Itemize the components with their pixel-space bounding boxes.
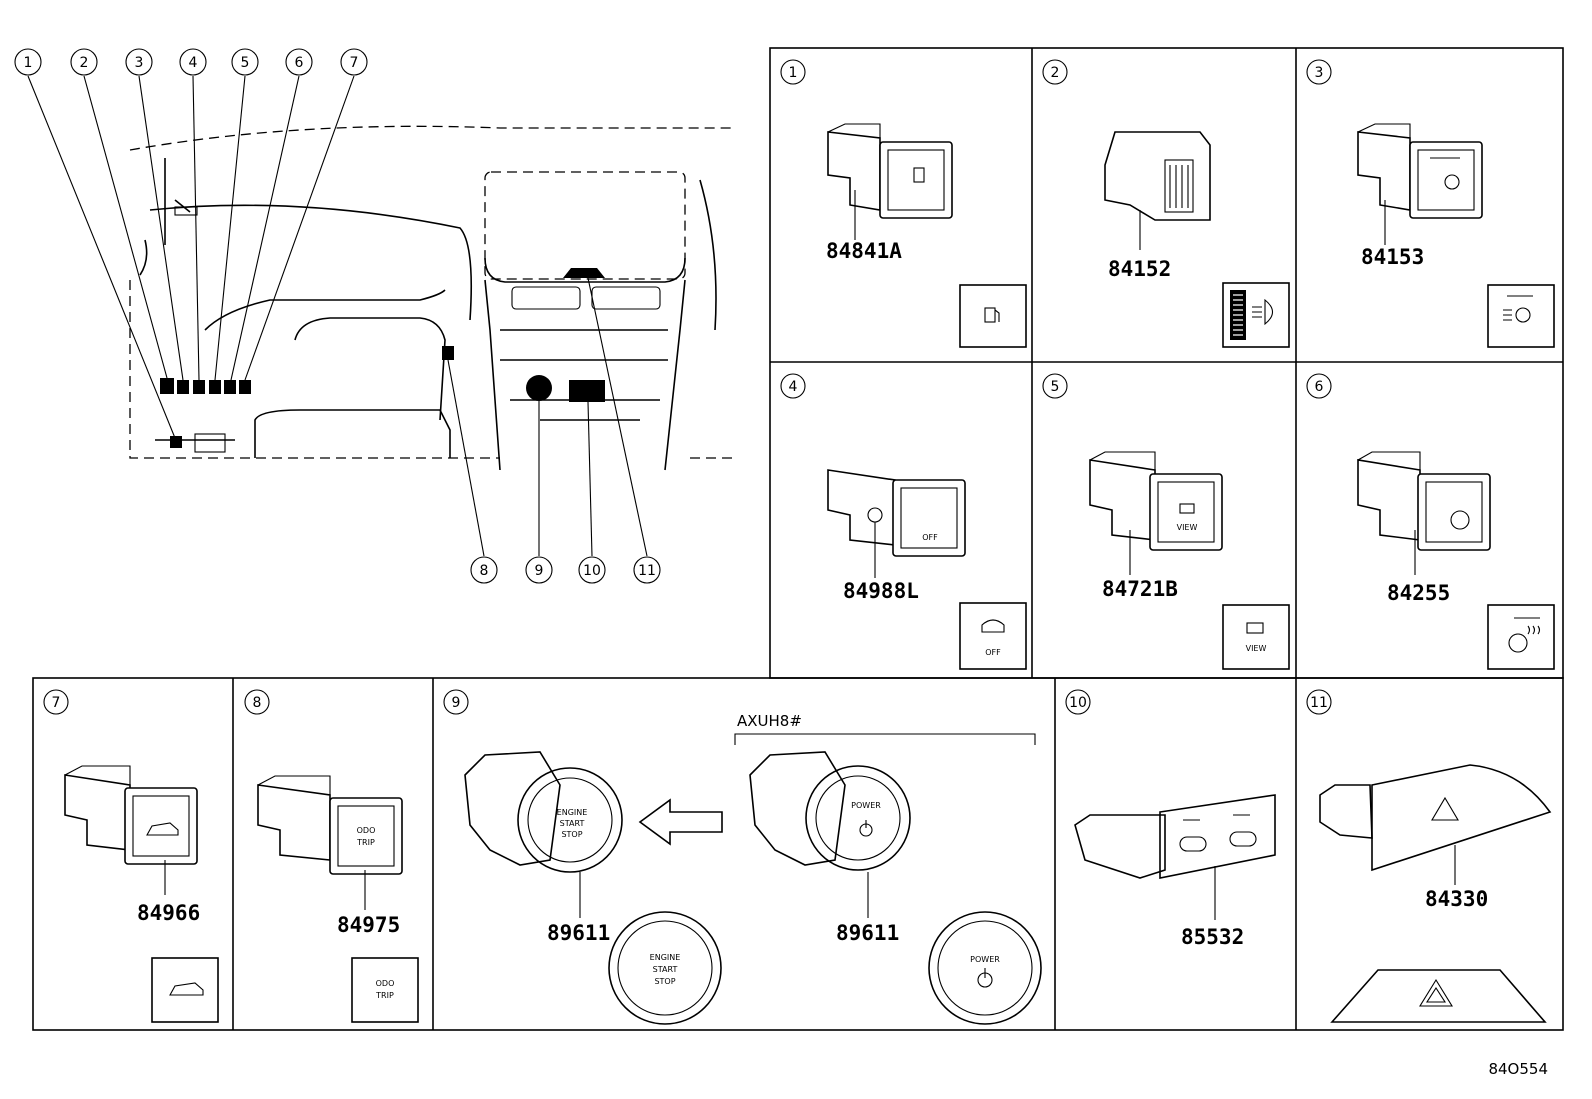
callout-1: 1: [24, 55, 33, 71]
face-a-text-1: ENGINE: [650, 953, 681, 962]
hazard-icon: [1330, 969, 1547, 1023]
callout-10: 10: [583, 563, 601, 579]
panel-2-headlight-leveling-switch: 84152: [1104, 131, 1290, 348]
part-number-84988L: 84988L: [843, 579, 919, 603]
part-number-84721B: 84721B: [1102, 577, 1178, 601]
heated-steering-icon: [1487, 604, 1555, 670]
fuel-door-icon: [959, 284, 1027, 348]
panel-6-heated-steering-switch: 84255: [1357, 451, 1555, 670]
panel-4-switch-text: OFF: [922, 533, 938, 542]
odo-trip-icon-text-2: TRIP: [375, 991, 394, 1000]
callout-2: 2: [80, 55, 89, 71]
panel-10-number: 10: [1069, 695, 1087, 711]
traction-off-icon-text: OFF: [985, 648, 1001, 657]
callout-8: 8: [480, 563, 489, 579]
panel-3-auto-high-beam-switch: 84153: [1357, 123, 1555, 348]
panel-2-number: 2: [1051, 65, 1060, 81]
camera-view-icon-text: VIEW: [1246, 644, 1267, 653]
panel-8-odo-trip-switch: ODO TRIP 84975 ODO TRIP: [257, 775, 419, 1023]
panel-6-number: 6: [1315, 379, 1324, 395]
part-number-84966: 84966: [137, 901, 200, 925]
callout-11: 11: [638, 563, 656, 579]
panel-9-engine-start-switch: AXUH8# ENGINE START STOP 89611 POWER 896…: [464, 712, 1042, 1025]
part-number-89611-b: 89611: [836, 921, 899, 945]
panel-5-camera-view-switch: VIEW 84721B VIEW: [1089, 451, 1290, 670]
diagram-code: 84O554: [1488, 1060, 1548, 1078]
panel-11-number: 11: [1310, 695, 1328, 711]
switch-a-text-1: ENGINE: [557, 808, 588, 817]
part-number-84152: 84152: [1108, 257, 1171, 281]
dashboard-overview: 1 2 3 4 5 6 7 8 9 10 11: [14, 48, 735, 584]
odo-trip-icon-text-1: ODO: [376, 979, 395, 988]
panel-1-number: 1: [789, 65, 798, 81]
switch-a-text-3: STOP: [561, 830, 582, 839]
part-number-85532: 85532: [1181, 925, 1244, 949]
callout-4: 4: [189, 55, 198, 71]
engine-start-stop-face: [608, 911, 722, 1025]
power-liftgate-icon: [151, 957, 219, 1023]
panel-5-switch-text: VIEW: [1177, 523, 1198, 532]
panel-10-usb-charger: 85532: [1074, 794, 1276, 949]
callout-circles: 1 2 3 4 5 6 7 8 9 10 11: [14, 48, 661, 584]
panel-7-power-liftgate-switch: 84966: [64, 765, 219, 1023]
callout-7: 7: [350, 55, 359, 71]
odo-trip-icon: [351, 957, 419, 1023]
traction-off-icon: [959, 602, 1027, 670]
part-number-84330: 84330: [1425, 887, 1488, 911]
supersession-arrow: [638, 798, 723, 846]
panel-grid: [32, 47, 1564, 1031]
callout-3: 3: [135, 55, 144, 71]
panel-7-number: 7: [52, 695, 61, 711]
part-number-84841A: 84841A: [826, 239, 902, 263]
power-button-face: [928, 911, 1042, 1025]
panel-1-fuel-door-switch: 84841A: [826, 123, 1027, 348]
camera-view-icon: [1222, 604, 1290, 670]
panel-9-number: 9: [452, 695, 461, 711]
panel-numbers: 1 2 3 4 5 6 7 8 9 10 11: [43, 59, 1332, 715]
callout-6: 6: [295, 55, 304, 71]
panel-11-hazard-switch: 84330: [1319, 764, 1552, 1023]
face-b-text: POWER: [970, 955, 1000, 964]
part-number-84975: 84975: [337, 913, 400, 937]
variant-label: AXUH8#: [737, 712, 802, 730]
auto-high-beam-icon: [1487, 284, 1555, 348]
switch-b-text: POWER: [851, 801, 881, 810]
face-a-text-2: START: [653, 965, 678, 974]
part-number-84153: 84153: [1361, 245, 1424, 269]
panel-8-number: 8: [253, 695, 262, 711]
callout-9: 9: [535, 563, 544, 579]
panel-4-number: 4: [789, 379, 798, 395]
panel-3-number: 3: [1315, 65, 1324, 81]
panel-5-number: 5: [1051, 379, 1060, 395]
marker-switch-1: [160, 378, 174, 394]
switch-a-text-2: START: [560, 819, 585, 828]
callout-5: 5: [241, 55, 250, 71]
panel-8-switch-text-2: TRIP: [356, 838, 375, 847]
panel-8-switch-text-1: ODO: [357, 826, 376, 835]
face-a-text-3: STOP: [654, 977, 675, 986]
panel-4-traction-off-switch: OFF 84988L OFF: [827, 469, 1027, 670]
part-number-84255: 84255: [1387, 581, 1450, 605]
part-number-89611-a: 89611: [547, 921, 610, 945]
